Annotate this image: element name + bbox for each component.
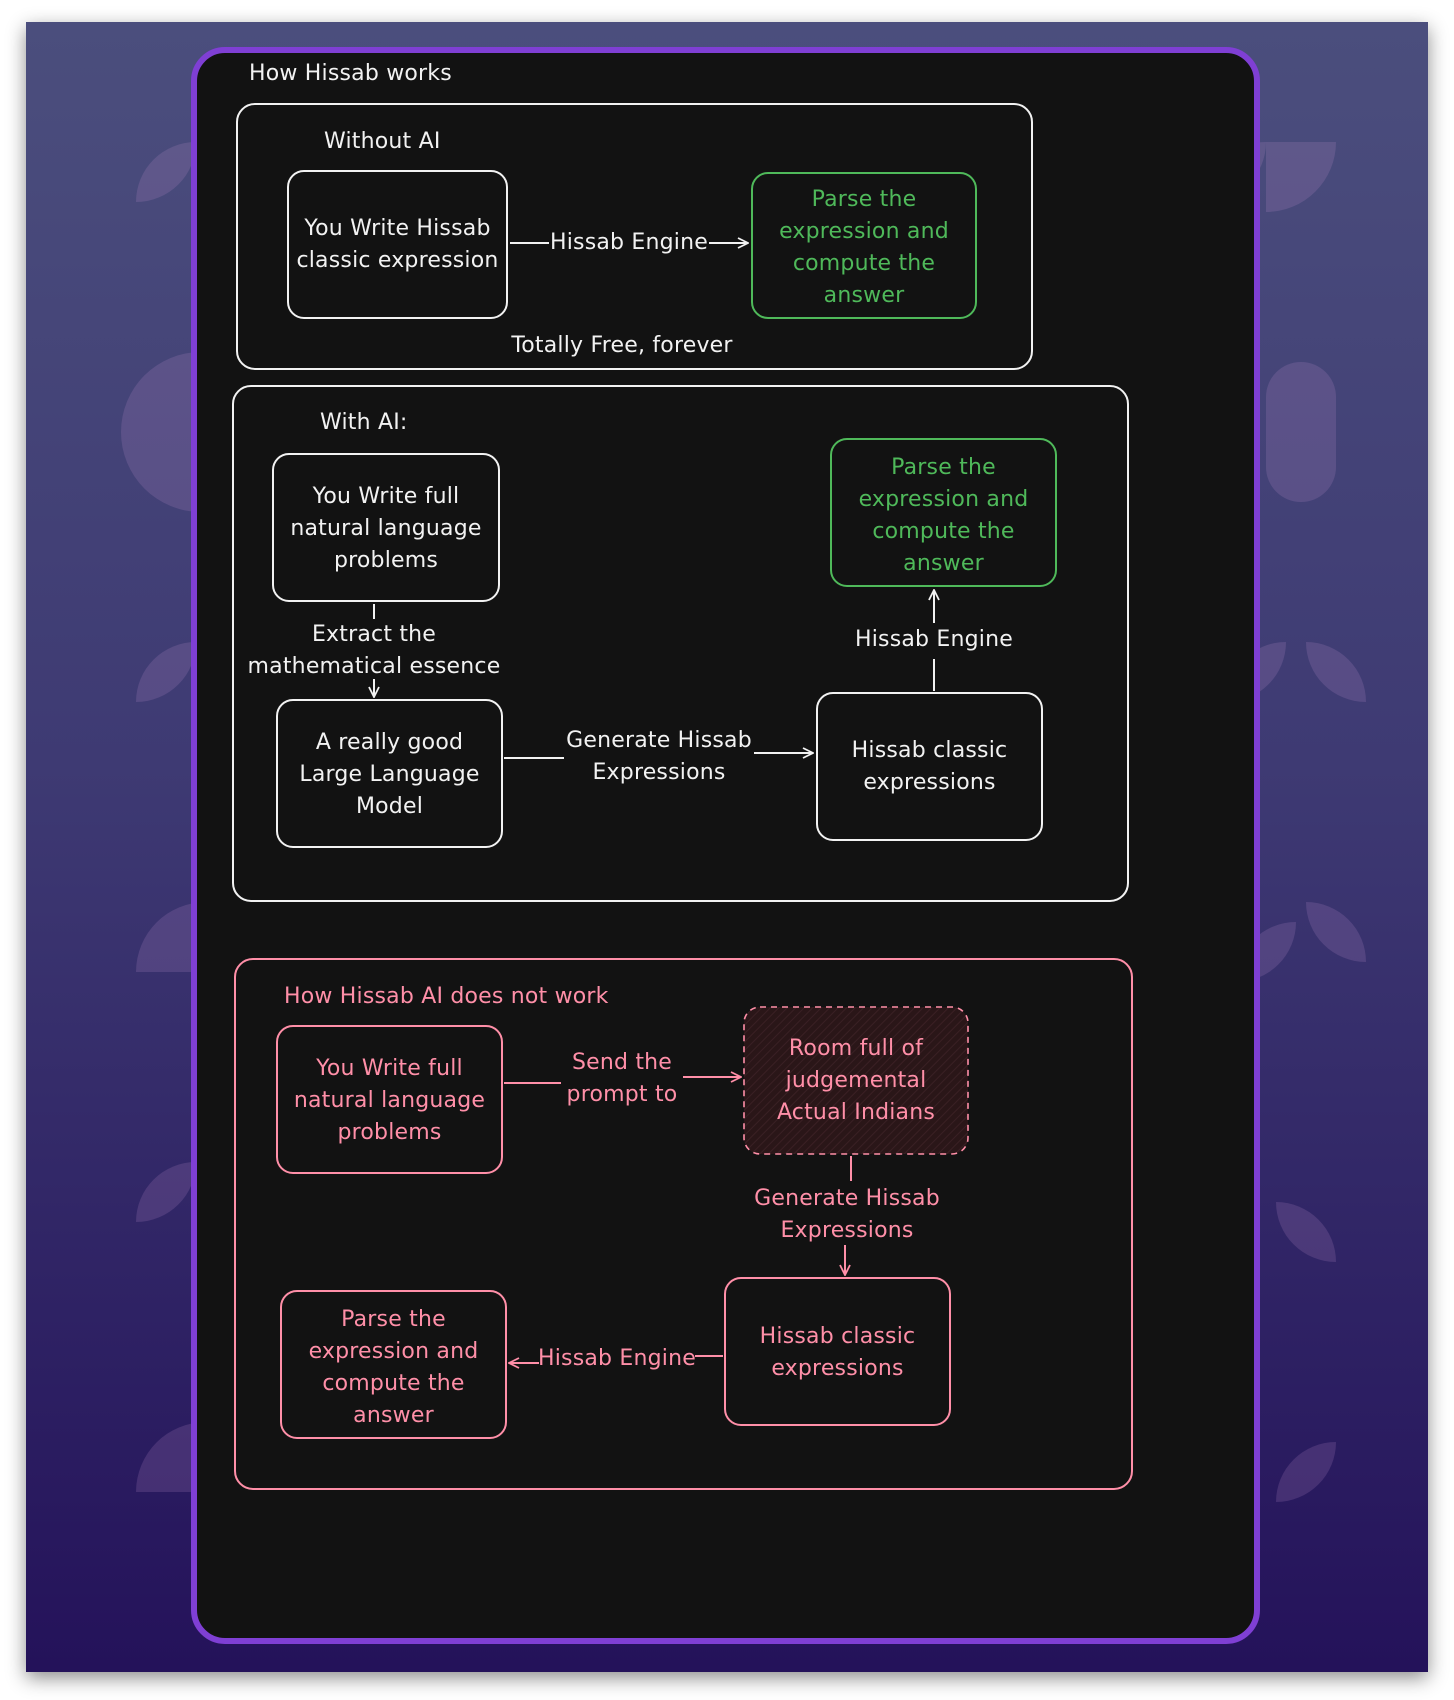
with-ai-output-text: Parse the expression and compute the ans… (858, 455, 1029, 576)
with-ai-llm-text: A really good Large Language Model (299, 730, 480, 819)
with-ai-classic-text: Hissab classic expressions (851, 738, 1008, 795)
not-work-input-box (276, 1025, 503, 1174)
without-ai-output-box (751, 172, 977, 319)
not-work-room-text: Room full of judgemental Actual Indians (776, 1036, 936, 1125)
with-ai-classic-box (816, 692, 1043, 841)
without-ai-group (236, 103, 1033, 370)
without-ai-output-text: Parse the expression and compute the ans… (779, 187, 949, 308)
diagram-canvas (232, 103, 1133, 1490)
not-work-output-text: Parse the expression and compute the ans… (308, 1307, 479, 1428)
with-ai-llm-box (276, 699, 503, 848)
not-work-generate-label: Generate Hissab Expressions (754, 1186, 940, 1243)
decor-petal (136, 142, 196, 202)
with-ai-generate-label: Generate Hissab Expressions (566, 728, 752, 785)
without-ai-heading: Without AI (324, 129, 441, 154)
decor-petal (1266, 362, 1336, 432)
decor-petal (1266, 142, 1336, 212)
decor-petal (121, 432, 201, 512)
with-ai-input-box (272, 453, 500, 602)
without-ai-input-text: You Write Hissab classic expression (296, 216, 499, 273)
not-work-room-box (743, 1006, 969, 1155)
decor-petal (121, 352, 201, 432)
not-work-output-box (280, 1290, 507, 1439)
not-work-classic-text: Hissab classic expressions (759, 1324, 916, 1381)
with-ai-input-text: You Write full natural language problems (290, 484, 482, 573)
decor-petal (1306, 902, 1366, 962)
without-ai-input-box (287, 170, 508, 319)
with-ai-extract-label: Extract the mathematical essence (247, 622, 501, 679)
not-work-send-label: Send the prompt to (566, 1050, 678, 1107)
not-work-heading: How Hissab AI does not work (284, 984, 609, 1009)
not-work-classic-box (724, 1277, 951, 1426)
decor-petal (1266, 432, 1336, 502)
decor-petal (136, 642, 196, 702)
not-work-input-text: You Write full natural language problems (293, 1056, 486, 1145)
without-ai-footer: Totally Free, forever (511, 333, 733, 358)
diagram-card: How Hissab works Without AI You Write Hi… (191, 47, 1260, 1644)
decor-petal (1306, 642, 1366, 702)
with-ai-output-box (830, 438, 1057, 587)
decor-petal (1276, 1202, 1336, 1262)
with-ai-group (232, 385, 1129, 902)
not-work-group (234, 958, 1133, 1490)
without-ai-edge-label: Hissab Engine (549, 230, 709, 255)
diagram-title: How Hissab works (249, 61, 452, 86)
with-ai-engine-label: Hissab Engine (854, 627, 1014, 652)
with-ai-heading: With AI: (320, 410, 408, 435)
decor-petal (136, 1162, 196, 1222)
decor-petal (1276, 1442, 1336, 1502)
not-work-engine-label: Hissab Engine (537, 1346, 697, 1371)
